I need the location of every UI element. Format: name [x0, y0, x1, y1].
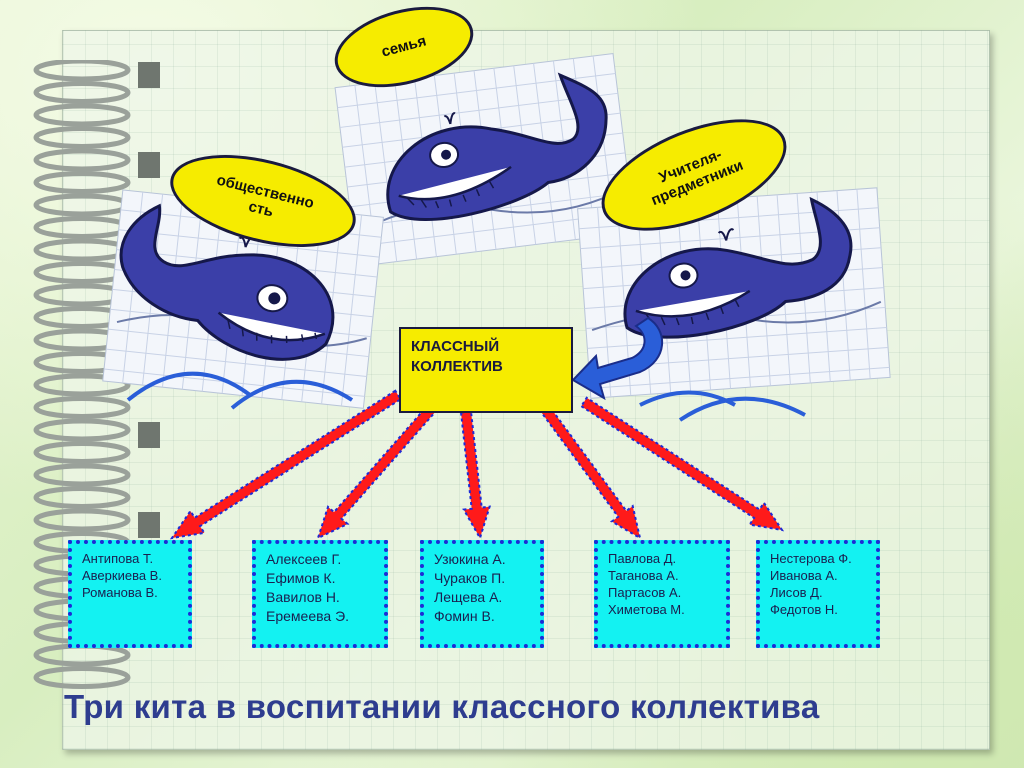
binding-hole	[138, 512, 160, 538]
arrow-to-group-4	[534, 397, 642, 541]
arrow-to-group-5	[579, 396, 785, 532]
group-name: Нестерова Ф.	[770, 551, 852, 566]
oval-teachers-label: Учителя- предметники	[648, 145, 746, 210]
spiral-ring	[33, 126, 131, 149]
group-1: Антипова Т. Аверкиева В. Романова В.	[68, 540, 192, 648]
group-name: Романова В.	[82, 585, 158, 600]
spiral-ring	[33, 81, 131, 104]
spiral-ring	[33, 508, 131, 532]
group-name: Федотов Н.	[770, 602, 838, 617]
spiral-ring	[33, 396, 131, 419]
binding-hole	[138, 62, 160, 88]
oval-public-label: общественно сть	[214, 171, 316, 221]
spiral-ring	[33, 486, 131, 509]
group-name: Лещева А.	[434, 589, 503, 605]
group-name: Химетова М.	[608, 602, 685, 617]
center-line1: КЛАССНЫЙ	[411, 338, 500, 355]
group-name: Антипова Т.	[82, 551, 154, 566]
group-name: Фомин В.	[434, 608, 495, 624]
spiral-ring	[33, 418, 131, 442]
spiral-ring	[33, 60, 131, 82]
group-name: Таганова А.	[608, 568, 679, 583]
class-collective-box: КЛАССНЫЙ КОЛЛЕКТИВ	[399, 327, 573, 413]
group-name: Лисов Д.	[770, 585, 823, 600]
group-3: Узюкина А. Чураков П. Лещева А. Фомин В.	[420, 540, 544, 648]
group-5: Нестерова Ф. Иванова А. Лисов Д. Федотов…	[756, 540, 880, 648]
arrow-to-group-3	[459, 410, 492, 541]
binding-hole	[138, 152, 160, 178]
group-name: Чураков П.	[434, 570, 506, 586]
group-name: Узюкина А.	[434, 551, 506, 567]
whale-card-family	[334, 53, 636, 267]
spiral-ring	[33, 148, 131, 172]
oval-family-label: семья	[379, 32, 429, 61]
center-line2: КОЛЛЕКТИВ	[411, 358, 503, 375]
group-name: Вавилов Н.	[266, 589, 340, 605]
spiral-ring	[33, 463, 131, 487]
spiral-ring	[33, 441, 131, 464]
binding-hole	[138, 422, 160, 448]
group-2: Алексеев Г. Ефимов К. Вавилов Н. Еремеев…	[252, 540, 388, 648]
slide-title: Три кита в воспитании классного коллекти…	[64, 688, 820, 725]
spiral-ring	[33, 373, 131, 397]
arrow-to-group-2	[316, 403, 438, 540]
group-4: Павлова Д. Таганова А. Партасов А. Химет…	[594, 540, 730, 648]
group-name: Алексеев Г.	[266, 551, 342, 567]
group-name: Павлова Д.	[608, 551, 677, 566]
group-name: Аверкиева В.	[82, 568, 162, 583]
spiral-ring	[33, 666, 131, 689]
group-name: Иванова А.	[770, 568, 838, 583]
arrow-to-group-1	[169, 389, 403, 540]
spiral-ring	[33, 171, 131, 194]
group-name: Партасов А.	[608, 585, 682, 600]
group-name: Еремеева Э.	[266, 608, 350, 624]
spiral-ring	[33, 103, 131, 127]
group-name: Ефимов К.	[266, 570, 336, 586]
